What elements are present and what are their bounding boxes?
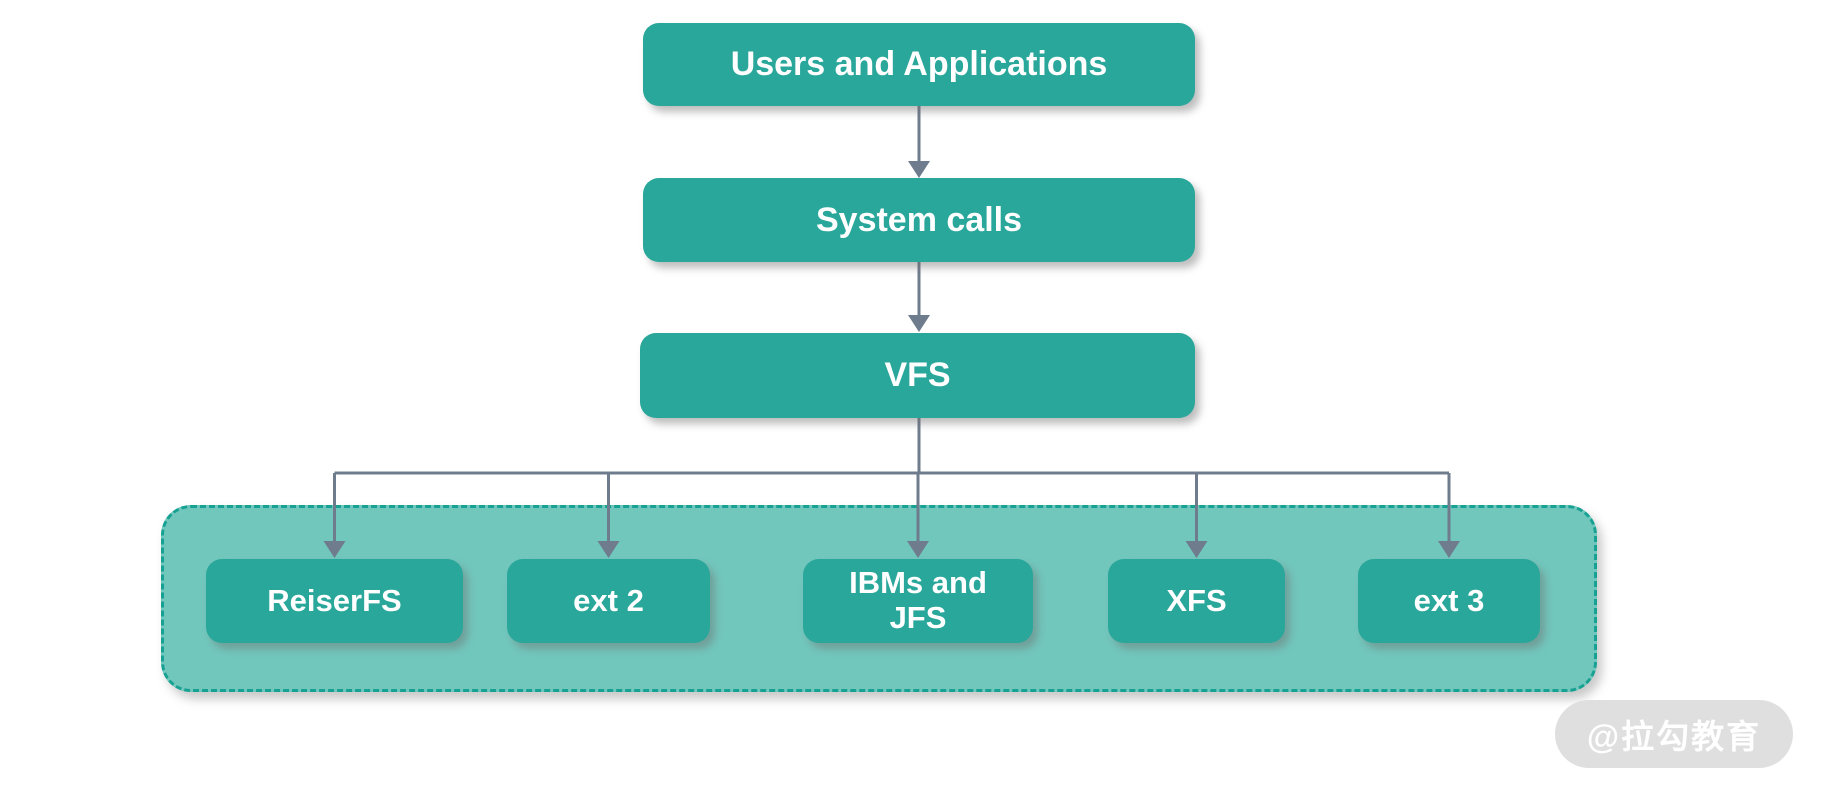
- node-vfs: VFS: [640, 333, 1195, 418]
- node-label: ReiserFS: [267, 582, 402, 618]
- node-label: XFS: [1166, 582, 1227, 618]
- node-label: ext 3: [1413, 582, 1485, 618]
- node-label: ext 2: [573, 582, 644, 618]
- node-ext2: ext 2: [507, 559, 710, 643]
- watermark-label: @拉勾教育: [1586, 718, 1762, 755]
- node-label: VFS: [884, 356, 951, 394]
- node-reiserfs: ReiserFS: [206, 559, 463, 643]
- node-ext3: ext 3: [1358, 559, 1540, 643]
- node-label: Users and Applications: [730, 45, 1108, 83]
- node-xfs: XFS: [1108, 559, 1285, 643]
- node-users-and-applications: Users and Applications: [643, 23, 1195, 106]
- arrowhead-vfs: [908, 315, 930, 332]
- node-ibms-and-jfs: IBMs and JFS: [803, 559, 1033, 643]
- node-label: IBMs and JFS: [849, 565, 987, 635]
- node-label: System calls: [815, 200, 1023, 239]
- arrowhead-syscalls: [908, 161, 930, 178]
- node-system-calls: System calls: [643, 178, 1195, 262]
- watermark-badge: @拉勾教育: [1555, 700, 1793, 768]
